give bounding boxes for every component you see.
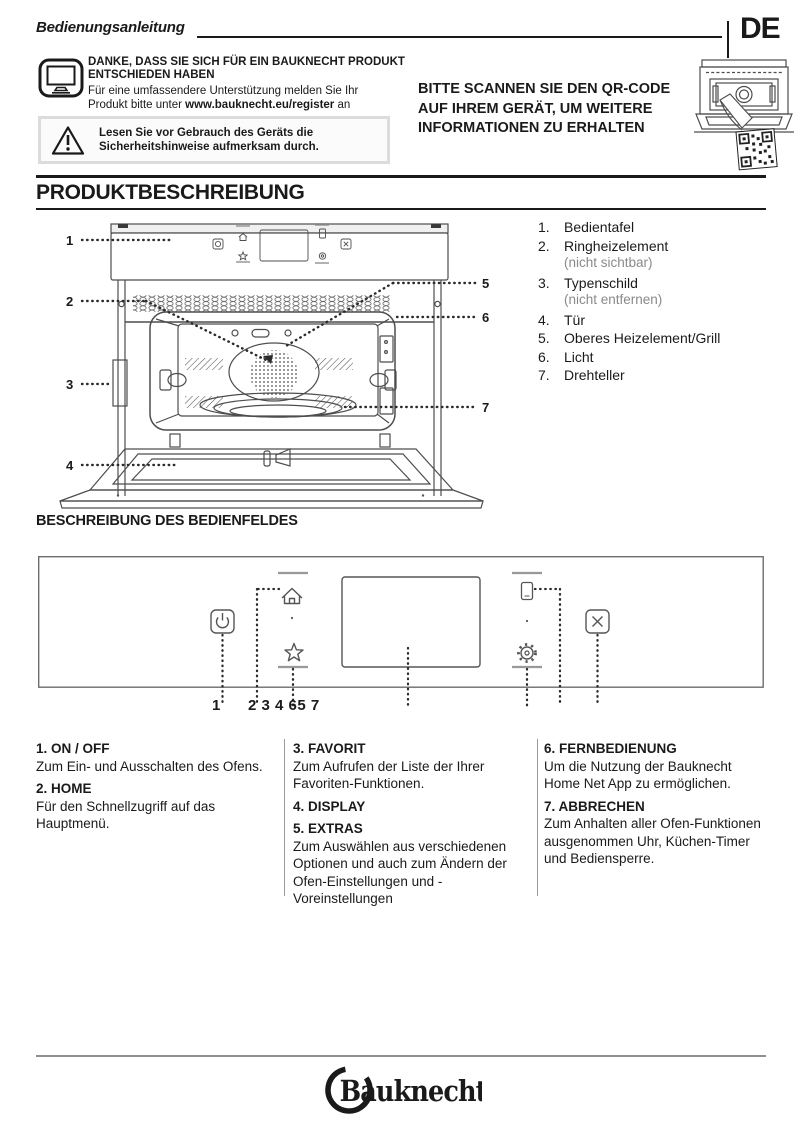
qr-instruction-line1: BITTE SCANNEN SIE DEN QR-CODE — [418, 81, 671, 97]
intro-title-line1: DANKE, DASS SIE SICH FÜR EIN BAUKNECHT P… — [88, 56, 405, 68]
safety-warning-box: Lesen Sie vor Gebrauch des Geräts die Si… — [38, 116, 390, 164]
register-text-pre: Produkt bitte unter — [88, 98, 186, 111]
sticker-peel — [719, 93, 753, 131]
typenschild-plate — [112, 359, 128, 407]
column-divider — [537, 739, 538, 896]
column-divider — [284, 739, 285, 896]
home-icon — [281, 587, 303, 605]
callout-1: 1 — [66, 233, 73, 248]
display-screen — [341, 576, 481, 668]
settings-gear-icon — [517, 643, 537, 663]
callout-4: 4 — [66, 458, 74, 473]
control-title: 3. FAVORIT — [293, 741, 366, 756]
panel-number-1: 1 — [212, 697, 221, 714]
panel-section-title: BESCHREIBUNG DES BEDIENFELDES — [36, 513, 298, 529]
parts-list: 1.Bedientafel 2.Ringheizelement (nicht s… — [538, 218, 778, 385]
oven-diagram: 1 2 3 4 5 6 7 — [59, 223, 489, 509]
header-divider — [727, 21, 729, 58]
doc-type-title: Bedienungsanleitung — [36, 19, 185, 36]
controls-column-2: 3. FAVORIT Zum Aufrufen der Liste der Ih… — [293, 740, 527, 908]
callout-numbers: 1 2 3 4 5 6 7 — [66, 233, 489, 473]
control-desc: Zum Ein- und Ausschalten des Ofens. — [36, 758, 263, 774]
control-title: 1. ON / OFF — [36, 741, 110, 756]
monitor-icon — [38, 58, 84, 98]
callout-3: 3 — [66, 377, 73, 392]
control-title: 6. FERNBEDIENUNG — [544, 741, 677, 756]
intro-body-line2: Produkt bitte unter www.bauknecht.eu/reg… — [88, 99, 418, 113]
footer-rule — [36, 1055, 766, 1057]
qr-code-icon — [735, 128, 778, 171]
favorite-star-icon — [284, 642, 304, 662]
panel-number-cluster: 2 3 4 65 7 — [248, 697, 320, 714]
part-item: 7.Drehteller — [538, 367, 625, 383]
panel-callout-lines — [221, 587, 599, 708]
qr-instruction-line2: AUF IHREM GERÄT, UM WEITERE — [418, 100, 653, 117]
intro-block: DANKE, DASS SIE SICH FÜR EIN BAUKNECHT P… — [88, 56, 418, 112]
control-desc: Zum Anhalten aller Ofen-Funktionen ausge… — [544, 816, 761, 866]
intro-title-line2: ENTSCHIEDEN HABEN — [88, 69, 215, 81]
part-item: 6.Licht — [538, 348, 594, 365]
power-button-icon — [210, 609, 235, 634]
controls-column-1: 1. ON / OFF Zum Ein- und Ausschalten des… — [36, 740, 264, 833]
control-desc: Zum Aufrufen der Liste der Ihrer Favorit… — [293, 758, 485, 792]
control-title: 4. DISPLAY — [293, 798, 366, 814]
part-item: 2.Ringheizelement — [538, 237, 669, 254]
product-section-title: PRODUKTBESCHREIBUNG — [36, 181, 305, 204]
part-item: 5.Oberes Heizelement/Grill — [538, 330, 721, 346]
callout-arrowhead — [263, 355, 273, 364]
register-text-post: an — [334, 98, 351, 111]
remote-phone-icon — [520, 581, 534, 601]
intro-body-line1: Für eine umfassendere Unterstützung meld… — [88, 85, 359, 97]
part-note: (nicht sichtbar) — [564, 255, 653, 270]
callout-2: 2 — [66, 294, 73, 309]
callout-7: 7 — [482, 400, 489, 415]
cancel-x-icon — [585, 609, 610, 634]
callout-6: 6 — [482, 310, 489, 325]
header-rule — [197, 36, 722, 38]
section-rule — [36, 175, 766, 178]
control-panel-diagram — [38, 556, 764, 708]
control-title: 2. HOME — [36, 781, 92, 796]
brand-logo: Bauknecht — [325, 1066, 482, 1114]
control-title: 7. ABBRECHEN — [544, 798, 645, 814]
part-item: 4.Tür — [538, 311, 585, 328]
mini-panel-icons — [212, 224, 352, 264]
safety-text-line1: Lesen Sie vor Gebrauch des Geräts die — [99, 127, 314, 139]
part-note: (nicht entfernen) — [564, 292, 663, 307]
qr-instruction: BITTE SCANNEN SIE DEN QR-CODE AUF IHREM … — [418, 80, 688, 139]
language-code: DE — [740, 12, 781, 45]
warning-triangle-icon — [51, 125, 85, 155]
control-desc: Um die Nutzung der Bauknecht Home Net Ap… — [544, 758, 732, 792]
control-desc: Zum Auswählen aus verschiedenen Optionen… — [293, 838, 507, 907]
register-url: www.bauknecht.eu/register — [185, 98, 335, 111]
brand-wordmark: Bauknecht — [340, 1074, 482, 1108]
part-item: 1.Bedientafel — [538, 219, 635, 235]
callout-lines — [80, 238, 478, 467]
qr-instruction-line3: INFORMATIONEN ZU ERHALTEN — [418, 120, 645, 136]
part-item: 3.Typenschild — [538, 274, 638, 291]
product-title-underline — [36, 208, 766, 210]
controls-column-3: 6. FERNBEDIENUNG Um die Nutzung der Bauk… — [544, 740, 766, 868]
callout-5: 5 — [482, 276, 489, 291]
control-title: 5. EXTRAS — [293, 821, 363, 836]
oven-qr-illustration — [694, 59, 794, 171]
safety-text-line2: Sicherheitshinweise aufmerksam durch. — [99, 141, 319, 153]
control-desc: Für den Schnellzugriff auf das Hauptmenü… — [36, 798, 216, 832]
